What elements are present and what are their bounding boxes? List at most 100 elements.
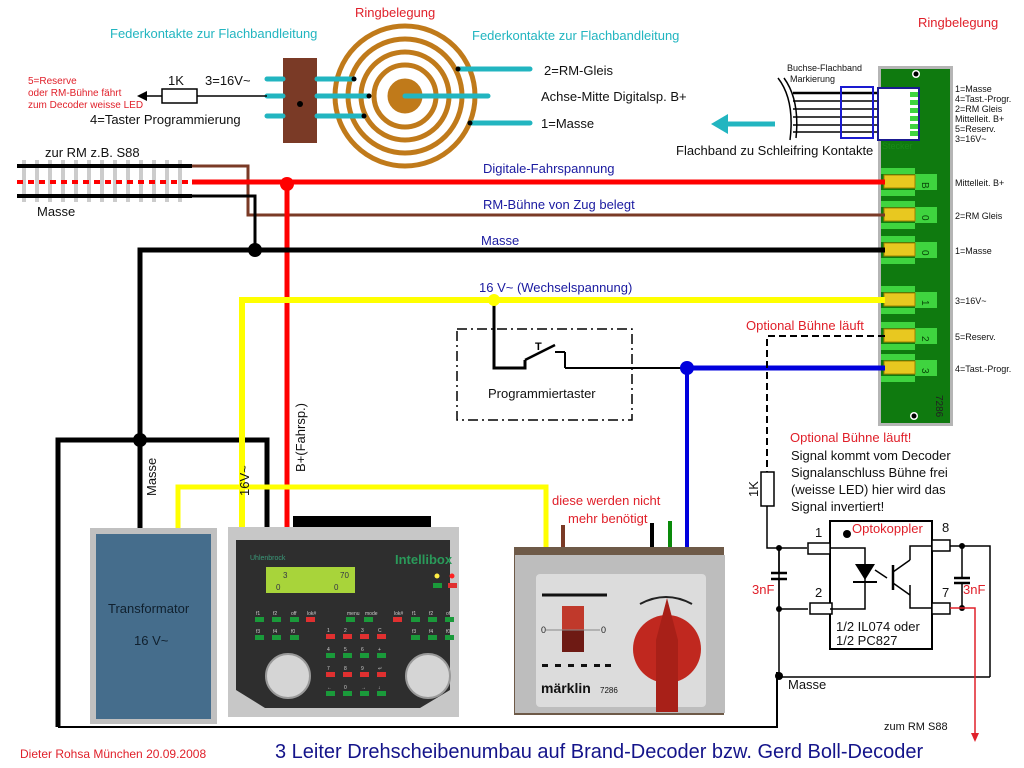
wire-16v-ac xyxy=(239,297,885,530)
intellibox-model: Intellibox xyxy=(395,552,453,567)
maerklin-7286-controller: 0 0 märklin 7286 xyxy=(514,547,725,715)
maerklin-brand: märklin xyxy=(541,680,591,696)
pin-code: 2 xyxy=(919,336,930,342)
track-section: zur RM z.B. S88 Masse xyxy=(17,145,192,219)
label-optional-running: Optional Bühne läuft xyxy=(746,318,864,333)
intellibox-keypad-key[interactable]: 2 xyxy=(343,628,352,639)
author-credit: Dieter Rohsa München 20.09.2008 xyxy=(20,747,206,761)
display-left-address: 0 xyxy=(276,583,281,592)
key-label: mode xyxy=(365,611,378,617)
key-label: off xyxy=(446,611,452,617)
intellibox-keypad-key[interactable]: C xyxy=(377,628,386,639)
key-label: lok# xyxy=(307,611,316,617)
intellibox-keypad-key[interactable]: 0 xyxy=(343,685,352,696)
intellibox-key-right[interactable]: f0 xyxy=(445,629,454,640)
slip-ring-section: Federkontakte zur Flachbandleitung Ringb… xyxy=(28,5,687,169)
cap-left-label: 3nF xyxy=(752,582,774,597)
pin-label: 3=16V~ xyxy=(955,296,987,306)
legend-item: 1=Masse xyxy=(955,84,992,94)
key-label: f0 xyxy=(446,629,450,635)
optocoupler-name: Optokoppler xyxy=(852,521,923,536)
key-label: 1 xyxy=(327,628,330,634)
right-spring-contacts xyxy=(402,66,533,126)
transformer-voltage: 16 V~ xyxy=(134,633,169,648)
intellibox-key-left[interactable]: f2 xyxy=(272,611,281,622)
go-button[interactable] xyxy=(433,583,442,588)
intellibox-key-right[interactable]: f2 xyxy=(428,611,437,622)
intellibox-keypad-key[interactable]: 6 xyxy=(360,647,369,658)
key-label: f3 xyxy=(256,629,260,635)
transformer: Transformator 16 V~ xyxy=(90,528,217,724)
ribbon-direction-label: Flachband zu Schleifring Kontakte xyxy=(676,143,873,158)
opto-desc-3: (weisse LED) hier wird das xyxy=(791,482,946,497)
key-label: menu xyxy=(347,611,360,617)
pin-code: 0 xyxy=(919,250,930,256)
intellibox-keypad-key[interactable]: + xyxy=(377,647,386,658)
intellibox-keypad-key[interactable]: 5 xyxy=(343,647,352,658)
intellibox-key-left[interactable]: off xyxy=(290,611,299,622)
label-pin3-16v: 3=16V~ xyxy=(205,73,251,88)
wire-optional-dashed xyxy=(766,335,885,472)
intellibox-keypad-key[interactable]: ↓ xyxy=(377,685,386,696)
label-vertical-16v: 16V~ xyxy=(237,465,252,496)
socket-ribbon-label: Buchse-Flachband xyxy=(787,63,862,73)
intellibox-key-left[interactable]: f4 xyxy=(272,629,281,640)
intellibox-key-right[interactable]: f1 xyxy=(411,611,420,622)
optocoupler-circuit: Optional Bühne läuft! Signal kommt vom D… xyxy=(746,430,991,742)
label-axis-center: Achse-Mitte Digitalsp. B+ xyxy=(541,89,687,104)
intellibox-keypad-key[interactable]: → xyxy=(360,685,369,696)
intellibox-menu-key[interactable]: mode xyxy=(364,611,378,622)
intellibox-keypad-key[interactable]: 4 xyxy=(326,647,335,658)
intellibox-key-right[interactable]: lok# xyxy=(393,611,403,622)
intellibox-key-left[interactable]: f1 xyxy=(255,611,264,622)
intellibox-key-left[interactable]: f3 xyxy=(255,629,264,640)
intellibox-keypad-key[interactable]: 3 xyxy=(360,628,369,639)
key-label: → xyxy=(361,685,366,691)
intellibox-key-right[interactable]: f3 xyxy=(411,629,420,640)
opto-pin2: 2 xyxy=(815,585,822,600)
ribbon-ring-heading: Ringbelegung xyxy=(918,15,998,30)
label-digital: Digitale-Fahrspannung xyxy=(483,161,615,176)
intellibox-brand: Uhlenbrock xyxy=(250,555,286,562)
intellibox-keypad-key[interactable]: 7 xyxy=(326,666,335,677)
pin-label: 2=RM Gleis xyxy=(955,211,1003,221)
legend-item: 5=Reserv. xyxy=(955,124,996,134)
intellibox-keypad-key[interactable]: 1 xyxy=(326,628,335,639)
track-sleeper xyxy=(113,160,117,202)
left-spring-contacts-heading: Federkontakte zur Flachbandleitung xyxy=(110,26,317,41)
ring-assignment-heading: Ringbelegung xyxy=(355,5,435,20)
intellibox-key-left[interactable]: f0 xyxy=(290,629,299,640)
intellibox-key-right[interactable]: f4 xyxy=(428,629,437,640)
arrow-left-icon xyxy=(137,91,147,101)
go-led-icon xyxy=(434,573,440,579)
left-knob xyxy=(265,653,311,699)
intellibox-keypad-key[interactable]: ↵ xyxy=(377,666,386,677)
key-label: f2 xyxy=(273,611,277,617)
opto-desc-2: Signalanschluss Bühne frei xyxy=(791,465,948,480)
maerklin-model: 7286 xyxy=(600,686,618,695)
key-label: 3 xyxy=(361,628,364,634)
optocoupler-ic xyxy=(829,520,933,650)
intellibox-key-left[interactable]: lok# xyxy=(306,611,316,622)
key-label: ← xyxy=(327,685,332,691)
intellibox-keypad-key[interactable]: 8 xyxy=(343,666,352,677)
label-1k: 1K xyxy=(168,73,184,88)
note-reserve-3: zum Decoder weisse LED xyxy=(28,100,143,111)
track-sleeper xyxy=(165,160,169,202)
opto-output-label: zum RM S88 xyxy=(884,721,948,733)
label-vertical-b-plus: B+(Fahrsp.) xyxy=(293,403,308,472)
note-reserve-1: 5=Reserve xyxy=(28,76,77,87)
opto-ground-label: Masse xyxy=(788,677,826,692)
key-label: f2 xyxy=(429,611,433,617)
intellibox-keypad-key[interactable]: ← xyxy=(326,685,335,696)
intellibox-menu-key[interactable]: menu xyxy=(346,611,360,622)
intellibox-keypad-key[interactable]: 9 xyxy=(360,666,369,677)
arrow-down-icon xyxy=(971,733,979,742)
intellibox-key-right[interactable]: off xyxy=(445,611,454,622)
stop-button[interactable] xyxy=(448,583,457,588)
key-label: f4 xyxy=(273,629,277,635)
